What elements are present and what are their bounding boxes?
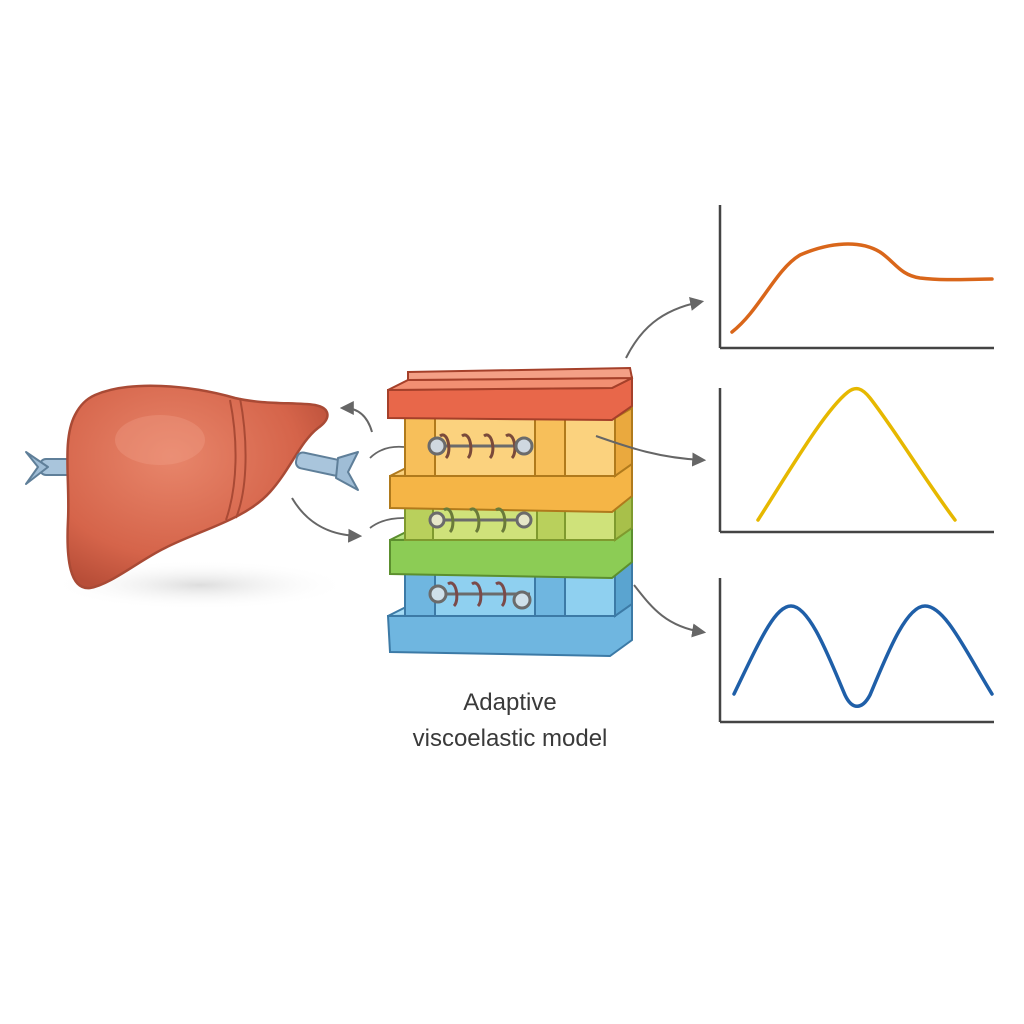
output-chart-rise-plateau bbox=[718, 205, 994, 350]
model-caption-line-2: viscoelastic model bbox=[412, 725, 608, 752]
probe-right bbox=[294, 451, 359, 491]
single-peak-curve bbox=[756, 386, 957, 522]
model-caption-line-1: Adaptive bbox=[463, 689, 557, 716]
arrow-to-chart-1 bbox=[625, 297, 705, 359]
arrow-to-stack-2 bbox=[369, 517, 405, 529]
arrow-to-chart-3 bbox=[633, 584, 707, 638]
arrow-liver-top bbox=[339, 401, 373, 433]
spring-damper-middle bbox=[428, 507, 533, 534]
liver-icon bbox=[25, 384, 359, 610]
stack-layer-top-red bbox=[387, 366, 634, 422]
arrow-to-chart-2 bbox=[595, 435, 707, 467]
output-chart-single-peak bbox=[718, 386, 994, 534]
arrow-to-stack-1 bbox=[369, 445, 405, 459]
sinusoid-curve bbox=[732, 604, 994, 708]
liver-body bbox=[66, 384, 329, 590]
layered-spring-damper-stack-icon bbox=[386, 366, 634, 658]
output-chart-sinusoid bbox=[718, 578, 994, 724]
spring-damper-bottom bbox=[428, 581, 532, 610]
spring-damper-top bbox=[427, 433, 534, 460]
rise-plateau-curve bbox=[730, 242, 994, 334]
arrow-liver-bottom bbox=[291, 497, 363, 543]
